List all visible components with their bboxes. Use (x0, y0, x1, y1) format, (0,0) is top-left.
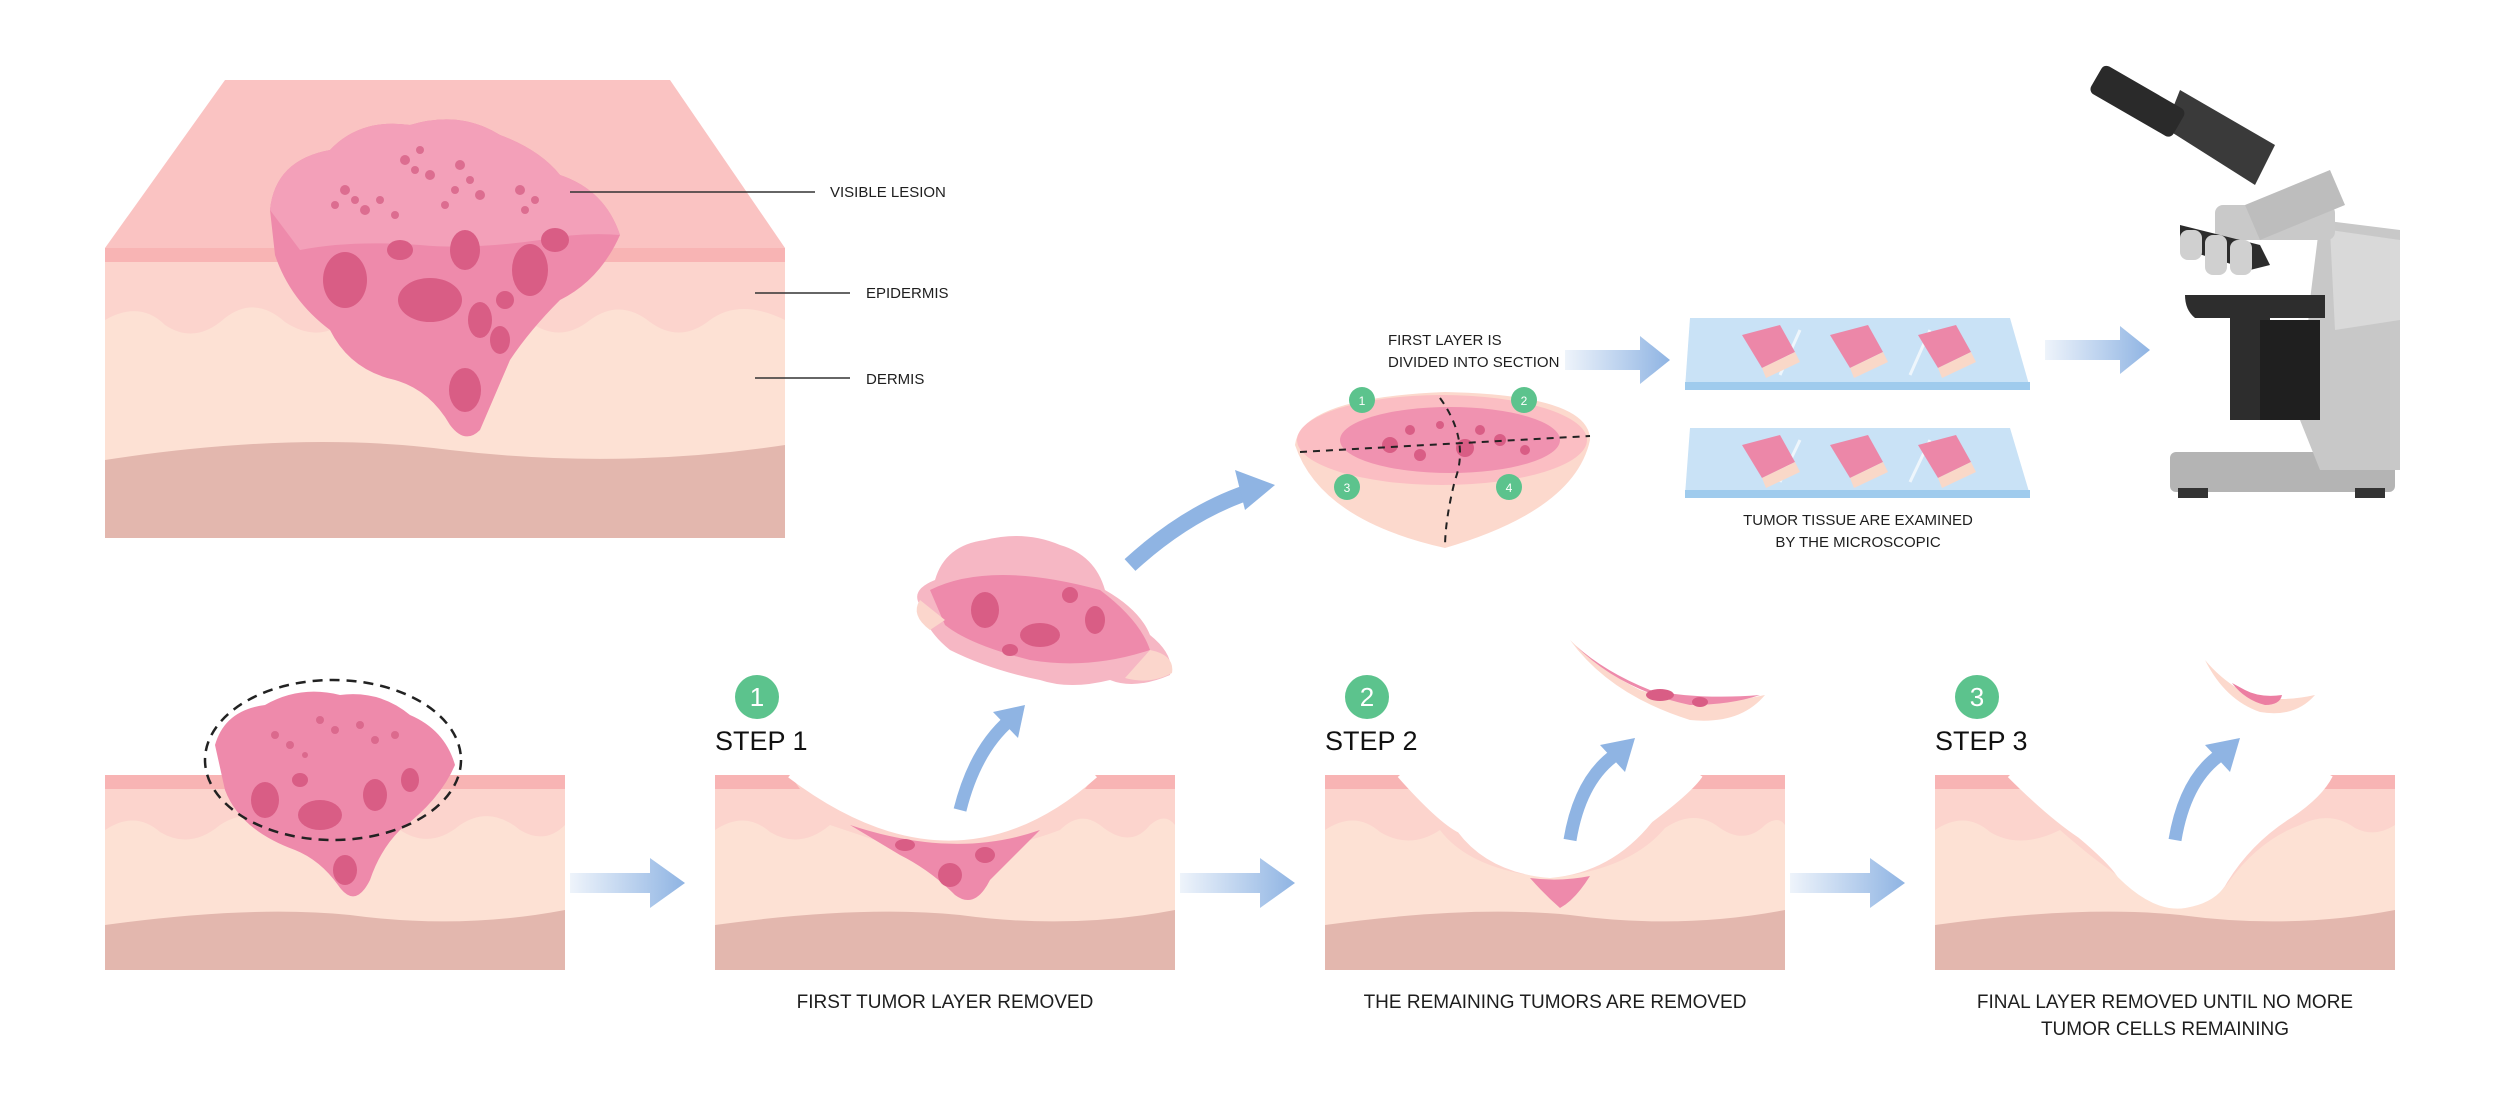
arrow-up-step1 (993, 705, 1025, 738)
removed-layer-3 (2205, 660, 2315, 714)
label-dermis: DERMIS (866, 371, 924, 388)
removed-layer-1 (916, 536, 1173, 685)
panel-initial (105, 678, 565, 970)
arrow-to-step3 (1790, 858, 1905, 908)
label-epidermis: EPIDERMIS (866, 285, 949, 302)
svg-text:1: 1 (1359, 394, 1366, 408)
label-first-layer-2: DIVIDED INTO SECTION (1388, 354, 1559, 371)
slide-bottom (1685, 428, 2030, 498)
step-1-title: STEP 1 (715, 726, 808, 756)
flow-arrows-upper (1124, 326, 2150, 571)
step-3-badge: 3 (1970, 682, 1984, 712)
svg-text:4: 4 (1506, 481, 1513, 495)
microscope-slides: TUMOR TISSUE ARE EXAMINED BY THE MICROSC… (1685, 318, 2030, 551)
step-2-title: STEP 2 (1325, 726, 1418, 756)
label-first-layer-1: FIRST LAYER IS (1388, 332, 1502, 349)
label-tissue-1: TUMOR TISSUE ARE EXAMINED (1743, 512, 1973, 529)
sectioned-tissue-layer: 1 2 3 4 FIRST LAYER IS DIVIDED INTO SECT… (1295, 332, 1591, 549)
step-2-caption: THE REMAINING TUMORS ARE REMOVED (1364, 992, 1747, 1013)
microscope (2090, 65, 2400, 498)
step-1-badge: 1 (750, 682, 764, 712)
arrow-to-step1 (570, 858, 685, 908)
panel-step-3: 3 STEP 3 FINAL LAYER REMOVED UNTIL NO MO… (1935, 675, 2395, 1040)
arrow-to-step2 (1180, 858, 1295, 908)
arrow-up-step3 (2205, 738, 2240, 772)
lesion-spots (323, 228, 569, 412)
step-3-caption-2: TUMOR CELLS REMAINING (2041, 1019, 2289, 1040)
lesion-labels: VISIBLE LESION EPIDERMIS DERMIS (570, 184, 949, 388)
deep-layer (105, 442, 785, 538)
slide-top (1685, 318, 2030, 390)
label-tissue-2: BY THE MICROSCOPIC (1775, 534, 1940, 551)
section-badges: 1 2 3 4 (1334, 387, 1537, 500)
skin-cross-section (105, 80, 785, 538)
panel-step-1: 1 STEP 1 FIRST TUMOR LAYER REMOVED (715, 675, 1175, 1013)
step-3-caption-1: FINAL LAYER REMOVED UNTIL NO MORE (1977, 992, 2353, 1013)
label-visible-lesion: VISIBLE LESION (830, 184, 946, 201)
svg-text:2: 2 (1521, 394, 1528, 408)
step-2-badge: 2 (1360, 682, 1374, 712)
svg-text:3: 3 (1344, 481, 1351, 495)
arrow-up-step2 (1600, 738, 1635, 772)
step-3-title: STEP 3 (1935, 726, 2028, 756)
removed-layer-2 (1570, 640, 1765, 721)
step-1-caption: FIRST TUMOR LAYER REMOVED (797, 992, 1094, 1013)
panel-step-2: 2 STEP 2 THE REMAINING TUMORS ARE REMOVE… (1325, 675, 1785, 1013)
